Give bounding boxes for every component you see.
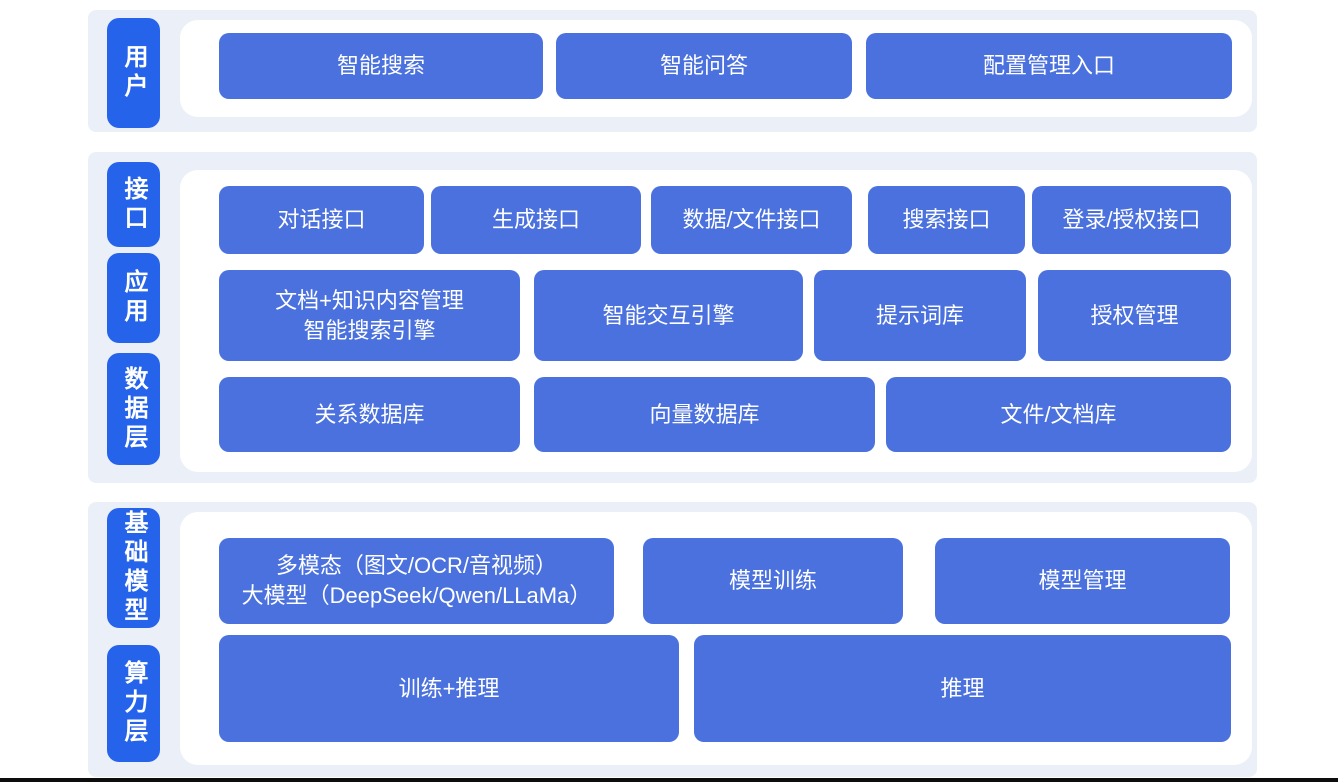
block-login-auth-api: 登录/授权接口 <box>1032 186 1231 254</box>
block-file-doc-db: 文件/文档库 <box>886 377 1231 452</box>
block-smart-search: 智能搜索 <box>219 33 543 99</box>
block-dialog-api: 对话接口 <box>219 186 424 254</box>
block-model-training: 模型训练 <box>643 538 903 624</box>
label-data-layer: 数据层 <box>107 353 160 465</box>
block-training-inference: 训练+推理 <box>219 635 679 742</box>
label-foundation-model: 基础模型 <box>107 508 160 628</box>
block-smart-qa: 智能问答 <box>556 33 852 99</box>
block-prompt-library: 提示词库 <box>814 270 1026 361</box>
label-compute-layer: 算力层 <box>107 645 160 762</box>
block-generation-api: 生成接口 <box>431 186 641 254</box>
label-user: 用户 <box>107 18 160 128</box>
block-interactive-engine: 智能交互引擎 <box>534 270 803 361</box>
block-data-file-api: 数据/文件接口 <box>651 186 852 254</box>
block-model-management: 模型管理 <box>935 538 1230 624</box>
block-vector-db: 向量数据库 <box>534 377 875 452</box>
bottom-divider-bar <box>0 778 1338 782</box>
block-multimodal-llm: 多模态（图文/OCR/音视频） 大模型（DeepSeek/Qwen/LLaMa） <box>219 538 614 624</box>
block-search-api: 搜索接口 <box>868 186 1025 254</box>
block-inference: 推理 <box>694 635 1231 742</box>
block-config-entry: 配置管理入口 <box>866 33 1232 99</box>
block-auth-management: 授权管理 <box>1038 270 1231 361</box>
block-doc-knowledge-search-engine: 文档+知识内容管理 智能搜索引擎 <box>219 270 520 361</box>
label-application: 应用 <box>107 253 160 343</box>
block-relational-db: 关系数据库 <box>219 377 520 452</box>
label-interface: 接口 <box>107 162 160 247</box>
